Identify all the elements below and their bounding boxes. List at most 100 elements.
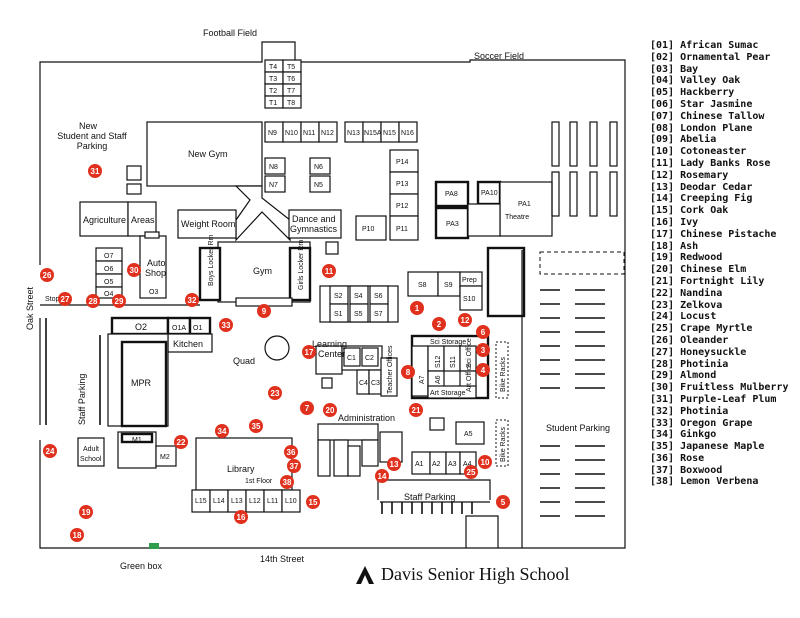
room-label: T8 xyxy=(287,100,295,107)
tree-marker-number: 9 xyxy=(262,307,267,316)
room-label: A3 xyxy=(448,461,457,468)
legend-item: [22] Nandina xyxy=(650,287,723,299)
legend-item: [07] Chinese Tallow xyxy=(650,110,765,122)
legend-item: [17] Chinese Pistache xyxy=(650,228,777,240)
room-label: S10 xyxy=(463,296,476,303)
room-label: A7 xyxy=(419,375,426,384)
o2-label: O2 xyxy=(135,322,147,332)
room-label: C3 xyxy=(371,380,380,387)
bike-racks-label: Bike Racks xyxy=(500,426,507,462)
room-label: N9 xyxy=(268,130,277,137)
room-label: T6 xyxy=(287,76,295,83)
tree-marker-number: 25 xyxy=(467,468,476,477)
tree-marker-26 xyxy=(40,268,54,282)
tree-marker-number: 5 xyxy=(501,498,506,507)
weight-room-label: Weight Room xyxy=(181,219,235,229)
legend-item: [18] Ash xyxy=(650,240,699,252)
school-title: Davis Senior High School xyxy=(355,564,570,585)
room-label: O7 xyxy=(104,253,113,260)
tree-marker-number: 13 xyxy=(390,460,399,469)
staff-parking-label: Staff Parking xyxy=(404,492,455,502)
new-gym-building: New Gym xyxy=(146,121,291,242)
room-label: C4 xyxy=(359,380,368,387)
room-label: A6 xyxy=(435,375,442,384)
tree-marker-17 xyxy=(302,345,316,359)
green-box xyxy=(149,543,159,549)
tree-marker-24 xyxy=(43,444,57,458)
o1-label: O1 xyxy=(193,325,202,332)
student-parking: Student Parking xyxy=(521,121,625,548)
tree-marker-number: 29 xyxy=(115,297,124,306)
tree-marker-6 xyxy=(476,325,490,339)
tree-marker-13 xyxy=(387,457,401,471)
room-label: T3 xyxy=(269,76,277,83)
gym-building: Gym Boys Locker Rm Girls Locker Rm xyxy=(198,234,312,307)
learning-label-1: Learning xyxy=(312,339,347,349)
tree-marker-number: 6 xyxy=(481,328,486,337)
tree-marker-number: 7 xyxy=(305,404,310,413)
boys-locker-label: Boys Locker Rm xyxy=(208,234,215,286)
s-building-east: S8 S9 Prep S10 xyxy=(407,271,483,311)
girls-locker-label: Girls Locker Rm xyxy=(298,240,305,290)
room-label: O5 xyxy=(104,279,113,286)
tree-marker-number: 4 xyxy=(481,366,486,375)
tree-marker-number: 12 xyxy=(461,316,470,325)
room-label: PA8 xyxy=(445,191,458,198)
legend-item: [38] Lemon Verbena xyxy=(650,476,759,488)
tree-marker-16 xyxy=(234,510,248,524)
sci-office-label: Sci Office xyxy=(466,338,473,368)
legend-item: [24] Locust xyxy=(650,311,717,323)
room-label: S6 xyxy=(374,293,383,300)
room-label: S8 xyxy=(418,282,427,289)
tree-marker-20 xyxy=(323,403,337,417)
room-label: P13 xyxy=(396,181,409,188)
tree-marker-15 xyxy=(306,495,320,509)
tree-marker-38 xyxy=(280,475,294,489)
legend-item: [12] Rosemary xyxy=(650,169,729,181)
new-parking-label-1: New xyxy=(79,121,98,131)
room-label: S4 xyxy=(354,293,363,300)
bike-racks-label: Bike Racks xyxy=(500,356,507,392)
legend-item: [32] Photinia xyxy=(650,405,729,417)
legend-item: [27] Honeysuckle xyxy=(650,346,747,358)
tree-marker-number: 30 xyxy=(130,266,139,275)
tree-marker-23 xyxy=(268,386,282,400)
portables-p: P14 P13 P12 P10 P11 xyxy=(355,149,419,241)
shed xyxy=(325,241,339,255)
room-label: A4 xyxy=(463,461,472,468)
tree-marker-22 xyxy=(174,435,188,449)
tree-marker-number: 38 xyxy=(283,478,292,487)
areas-label: Areas xyxy=(131,215,155,225)
room-label: S12 xyxy=(435,355,442,368)
tree-marker-25 xyxy=(464,465,478,479)
legend-item: [19] Redwood xyxy=(650,252,723,264)
learning-label-2: Center xyxy=(318,349,345,359)
football-field-label: Football Field xyxy=(203,28,257,38)
a-building: A5 A1 A2 A3 A4 xyxy=(411,421,485,475)
tree-marker-37 xyxy=(287,459,301,473)
room-label: P14 xyxy=(396,159,409,166)
room-label: PA10 xyxy=(481,190,498,197)
quad-label: Quad xyxy=(233,356,255,366)
science-art-building: Sci Storage S12 S11 Sci Office A7 A6 Art… xyxy=(410,334,490,400)
legend-item: [37] Boxwood xyxy=(650,464,723,476)
portables-n-top: N9 N10 N11 N12 N13 N15A N15 N16 xyxy=(264,121,418,143)
auto-shop-building: Auto Shop O3 xyxy=(139,231,167,299)
tree-marker-number: 20 xyxy=(326,406,335,415)
room-label: N8 xyxy=(269,164,278,171)
tree-marker-2 xyxy=(432,317,446,331)
tree-marker-8 xyxy=(401,365,415,379)
legend-item: [34] Ginkgo xyxy=(650,429,717,441)
legend-item: [31] Purple-Leaf Plum xyxy=(650,393,777,405)
shed xyxy=(126,165,142,181)
auto-label: Auto xyxy=(147,258,166,268)
room-label: T4 xyxy=(269,64,277,71)
legend-item: [25] Crape Myrtle xyxy=(650,323,753,335)
room-label: PA3 xyxy=(446,221,459,228)
tree-legend: [01] African Sumac[02] Ornamental Pear[0… xyxy=(650,40,798,488)
tree-marker-33 xyxy=(219,318,233,332)
room-label: T2 xyxy=(269,88,277,95)
tree-marker-number: 26 xyxy=(43,271,52,280)
o1a-label: O1A xyxy=(172,325,186,332)
o3-label: O3 xyxy=(149,289,158,296)
